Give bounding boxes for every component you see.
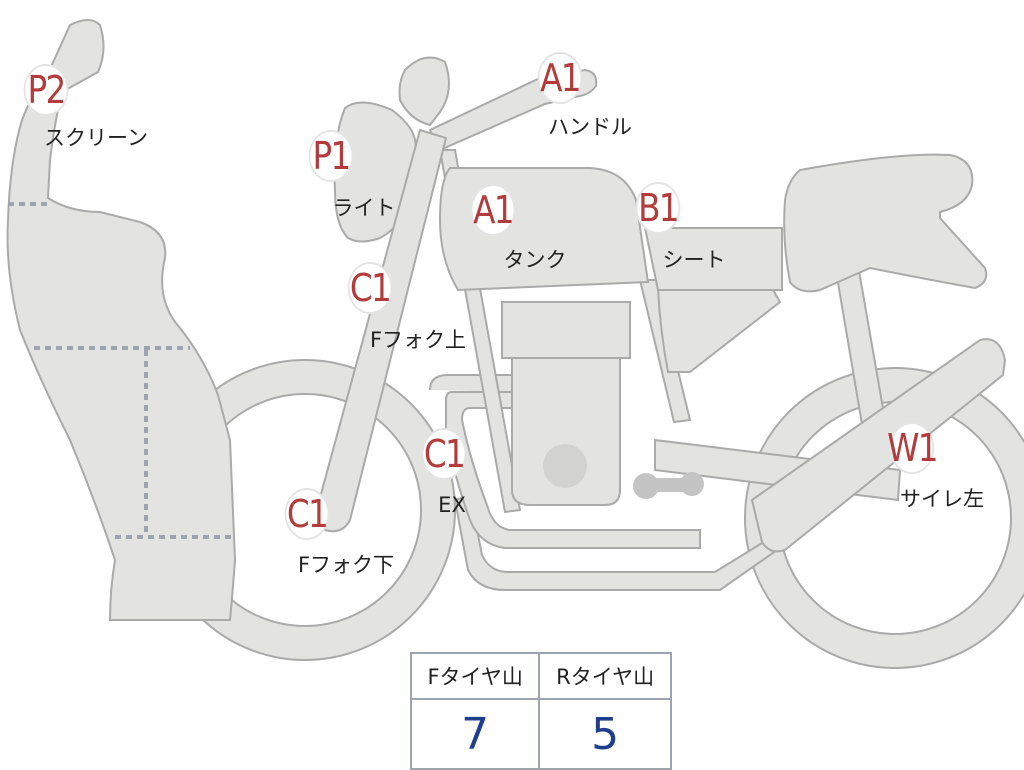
- engine-top: [502, 302, 630, 358]
- fork-lower-code-marker: C1: [285, 488, 330, 540]
- silencer-label: サイレ左: [900, 489, 984, 510]
- handle-code-marker: A1: [538, 52, 583, 104]
- light-code-marker: P1: [309, 130, 354, 182]
- mirror: [400, 58, 449, 126]
- fork-upper-label: Fフォク上: [370, 330, 466, 351]
- rear-seat: [784, 155, 986, 292]
- engine-cover: [543, 444, 587, 488]
- screen-label: スクリーン: [44, 128, 148, 149]
- front-tire-header: Fタイヤ山: [411, 653, 539, 699]
- handle-label: ハンドル: [548, 117, 632, 138]
- seat-code-marker: B1: [636, 182, 681, 234]
- tank-label: タンク: [504, 250, 567, 271]
- seat-label: シート: [663, 250, 726, 271]
- light-label: ライト: [333, 198, 396, 219]
- silencer-code-marker: W1: [890, 422, 935, 474]
- front-tire-value: 7: [411, 699, 539, 769]
- fork-lower-label: Fフォク下: [298, 555, 394, 576]
- fork-upper-code-marker: C1: [348, 262, 393, 314]
- screen-code-marker: P2: [24, 64, 69, 116]
- tank-code-marker: A1: [471, 184, 516, 236]
- exhaust-label: EX: [438, 495, 466, 516]
- tire-tread-table: Fタイヤ山 Rタイヤ山 7 5: [410, 652, 672, 770]
- rear-tire-value: 5: [539, 699, 671, 769]
- rear-tire-header: Rタイヤ山: [539, 653, 671, 699]
- footpeg-knob-right: [680, 472, 704, 496]
- exhaust-code-marker: C1: [422, 428, 467, 480]
- footpeg-knob: [633, 473, 659, 499]
- side-cover: [658, 288, 780, 372]
